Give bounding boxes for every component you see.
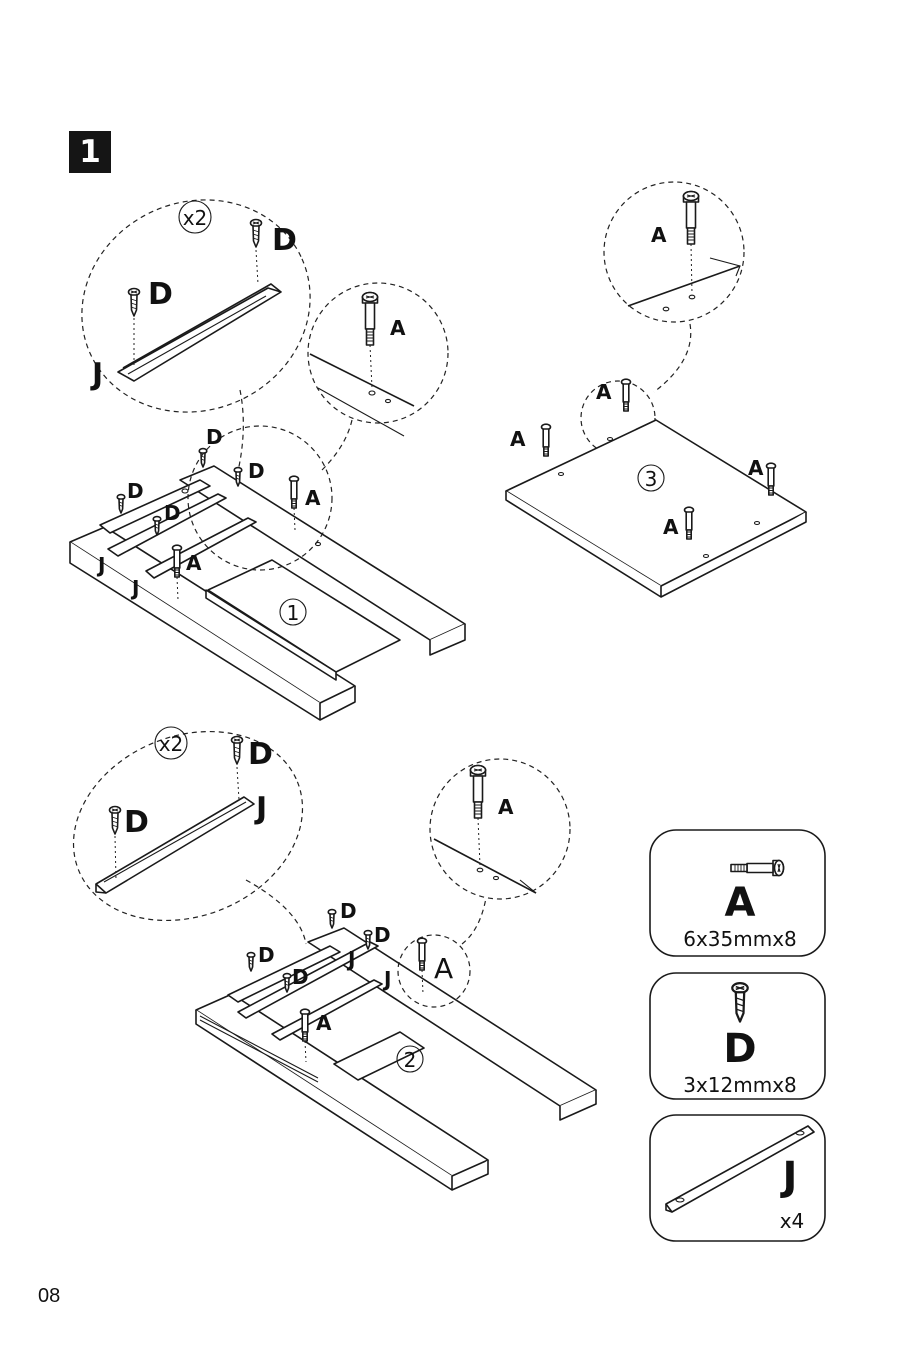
label-A: A bbox=[510, 427, 526, 451]
label-D: D bbox=[148, 277, 173, 312]
panel-number-2: 2 bbox=[404, 1048, 417, 1072]
label-A: A bbox=[663, 515, 679, 539]
part-letter-A: A bbox=[725, 880, 756, 926]
label-A: A bbox=[651, 223, 667, 247]
label-D: D bbox=[374, 923, 391, 947]
label-J: J bbox=[382, 967, 391, 991]
label-A: A bbox=[434, 952, 453, 985]
label-D: D bbox=[258, 943, 275, 967]
part-spec-D: 3x12mmx8 bbox=[683, 1073, 797, 1097]
label-D: D bbox=[127, 479, 144, 503]
quantity-label: x2 bbox=[159, 732, 184, 756]
label-A: A bbox=[498, 795, 514, 819]
label-J: J bbox=[346, 947, 355, 971]
label-D: D bbox=[292, 965, 309, 989]
label-A: A bbox=[305, 486, 321, 510]
label-J: J bbox=[90, 357, 103, 392]
label-J: J bbox=[130, 576, 139, 600]
parts-legend: A 6x35mmx8 D 3x12mmx8 J x4 bbox=[650, 830, 825, 1241]
label-A: A bbox=[748, 456, 764, 480]
callout-dowel-detail bbox=[604, 182, 744, 322]
panel-number-3: 3 bbox=[645, 467, 658, 491]
callout-dowel-detail bbox=[430, 759, 570, 899]
assembly-panel-1: x2 D D J A bbox=[48, 164, 465, 720]
label-A: A bbox=[596, 380, 612, 404]
label-D: D bbox=[272, 223, 297, 258]
part-letter-D: D bbox=[723, 1026, 756, 1072]
assembly-panel-3: A A A A A 3 bbox=[506, 182, 806, 597]
panel-number-1: 1 bbox=[287, 601, 300, 625]
label-A: A bbox=[186, 551, 202, 575]
assembly-panel-2: x2 D D J A bbox=[45, 698, 596, 1190]
label-D: D bbox=[340, 899, 357, 923]
label-J: J bbox=[96, 553, 105, 577]
label-D: D bbox=[248, 459, 265, 483]
part-spec-A: 6x35mmx8 bbox=[683, 927, 797, 951]
label-D: D bbox=[206, 425, 223, 449]
part-quantity-J: x4 bbox=[780, 1209, 805, 1233]
label-A: A bbox=[316, 1011, 332, 1035]
label-A: A bbox=[390, 316, 406, 340]
label-D: D bbox=[124, 805, 149, 840]
callout-dowel-detail bbox=[308, 283, 448, 423]
callout-rail-detail bbox=[45, 698, 331, 953]
label-D: D bbox=[248, 737, 273, 772]
label-D: D bbox=[164, 501, 181, 525]
quantity-label: x2 bbox=[183, 206, 208, 230]
label-J: J bbox=[254, 791, 267, 826]
part-letter-J: J bbox=[780, 1154, 798, 1200]
